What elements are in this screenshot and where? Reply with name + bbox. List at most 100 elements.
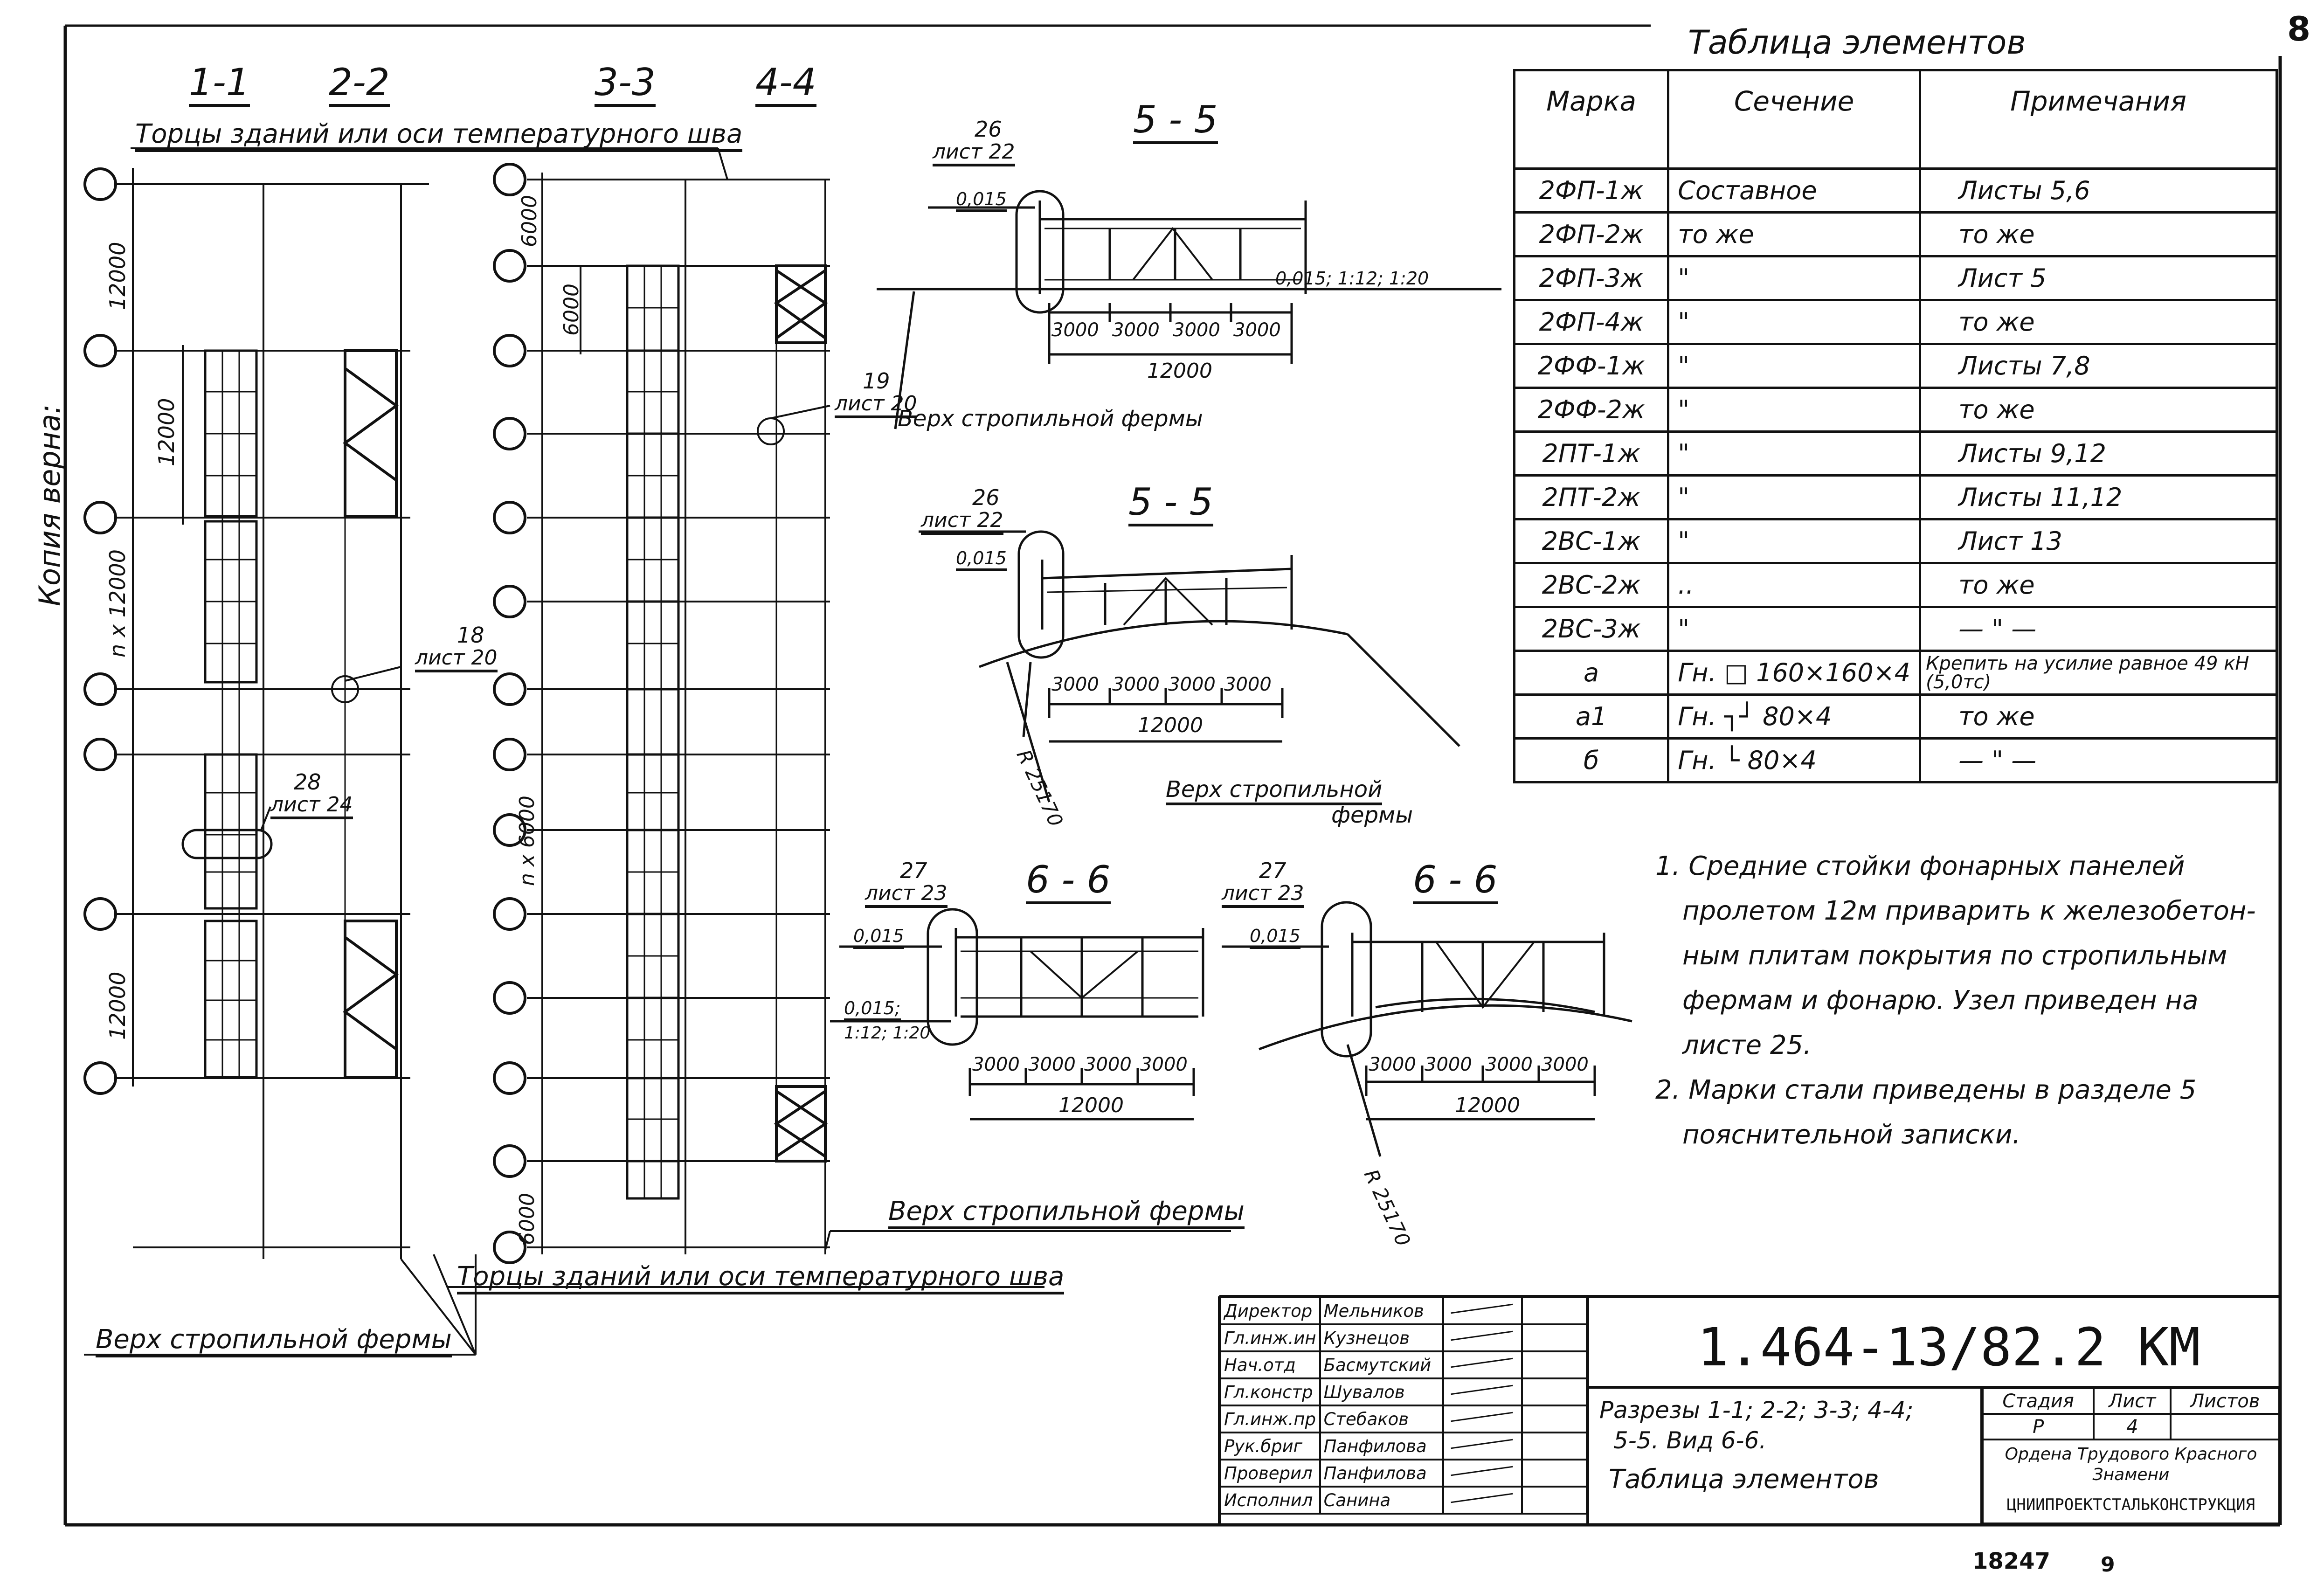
dim-3000: 3000 xyxy=(972,1054,1020,1075)
handwritten-signature xyxy=(1442,1405,1523,1433)
cell-mark: 2ФФ-2ж xyxy=(1513,387,1670,433)
document-code: 1.464-13/82.2 КМ xyxy=(1697,1317,2200,1378)
signature-name: Санина xyxy=(1319,1486,1444,1515)
table-header-row: Марка Сечение Примечания xyxy=(1513,69,2278,170)
signature-mark xyxy=(1447,1381,1517,1399)
dim-3000: 3000 xyxy=(1541,1054,1589,1075)
signature-role: Нач.отд xyxy=(1219,1350,1321,1379)
table-row: 2ФП-4ж"то же xyxy=(1513,299,2278,345)
signature-mark xyxy=(1447,1300,1517,1318)
section-5-5-curved xyxy=(919,530,1460,803)
node-26-bottom-sheet: лист 22 xyxy=(921,508,1003,535)
label-building-ends-top: Торцы зданий или оси температурного шва xyxy=(135,119,743,152)
node-18: 18 xyxy=(457,623,484,648)
signature-mark xyxy=(1447,1327,1517,1345)
cell-section: " xyxy=(1667,606,1922,652)
cell-section: " xyxy=(1667,343,1922,389)
dim-12000-b: 12000 xyxy=(154,398,179,466)
signature-name: Басмутский xyxy=(1319,1350,1444,1379)
label-truss-top-4a: Верх стропильной xyxy=(1166,776,1383,805)
sheets-value xyxy=(2170,1413,2280,1440)
table-row: 2ФП-3ж"Лист 5 xyxy=(1513,255,2278,301)
note-line: 2. Марки стали приведены в разделе 5 xyxy=(1655,1075,2197,1105)
slope-mark: 0,015 xyxy=(956,189,1007,212)
signature-role: Гл.констр xyxy=(1219,1377,1321,1406)
dim-3000: 3000 xyxy=(1369,1054,1416,1075)
dim-3000: 3000 xyxy=(1051,674,1099,695)
signature-role: Гл.инж.ин xyxy=(1219,1323,1321,1352)
label-truss-top-1: Верх стропильной фермы xyxy=(96,1324,452,1357)
header-notes: Примечания xyxy=(1919,69,2278,170)
table-row: 2ПТ-2ж"Листы 11,12 xyxy=(1513,474,2278,520)
signature-date xyxy=(1521,1296,1588,1325)
signature-mark xyxy=(1447,1462,1517,1481)
slope-mark: 1:12; 1:20 xyxy=(844,1024,931,1043)
dim-6000-b: 6000 xyxy=(560,284,583,336)
view-mark-6-6-left: 6 - 6 xyxy=(1026,858,1111,904)
dim-3000: 3000 xyxy=(1233,319,1281,341)
cell-mark: а xyxy=(1513,650,1670,696)
archive-code: 18247 xyxy=(1972,1548,2050,1574)
dim-n-6000: n x 6000 xyxy=(515,796,539,886)
signature-role: Гл.инж.пр xyxy=(1219,1405,1321,1433)
table-title: Таблица элементов xyxy=(1688,23,2026,62)
label-truss-top-2: Верх стропильной фермы xyxy=(888,1196,1245,1229)
cell-mark: 2ВС-2ж xyxy=(1513,562,1670,608)
dim-3000: 3000 xyxy=(1140,1054,1188,1075)
dim-3000: 3000 xyxy=(1112,319,1160,341)
view-mark-6-6-right: 6 - 6 xyxy=(1413,858,1498,904)
signature-date xyxy=(1521,1377,1588,1406)
node-26-top-sheet: лист 22 xyxy=(933,140,1015,166)
cell-mark: б xyxy=(1513,737,1670,783)
page-number: 8 xyxy=(2287,9,2311,48)
stage-label: Стадия xyxy=(1981,1387,2095,1415)
cell-mark: 2ПТ-2ж xyxy=(1513,474,1670,520)
dim-12000-a: 12000 xyxy=(105,242,130,310)
dim-n-12000: n x 12000 xyxy=(105,549,130,658)
dim-12000: 12000 xyxy=(1455,1094,1520,1117)
section-mark-4-4: 4-4 xyxy=(755,61,816,107)
note-line: пролетом 12м приварить к железобетон- xyxy=(1682,896,2256,926)
cell-mark: 2ВС-3ж xyxy=(1513,606,1670,652)
cell-notes: Листы 9,12 xyxy=(1919,430,2278,477)
copy-verified-note: Копия верна: xyxy=(33,404,67,606)
cell-mark: 2ФФ-1ж xyxy=(1513,343,1670,389)
section-1-1-panels xyxy=(181,349,273,1079)
section-mark-5-5-top: 5 - 5 xyxy=(1133,98,1218,144)
table-row: 2ФФ-1ж"Листы 7,8 xyxy=(1513,343,2278,389)
signature-date xyxy=(1521,1459,1588,1488)
cell-mark: 2ФП-1ж xyxy=(1513,167,1670,214)
cell-mark: 2ВС-1ж xyxy=(1513,518,1670,564)
handwritten-signature xyxy=(1442,1350,1523,1379)
dim-12000-c: 12000 xyxy=(105,971,130,1040)
section-mark-5-5-bottom: 5 - 5 xyxy=(1128,480,1213,526)
cell-notes: Листы 11,12 xyxy=(1919,474,2278,520)
node-28: 28 xyxy=(294,769,321,795)
node-18-sheet: лист 20 xyxy=(415,646,498,672)
cell-section: Гн. ┐┘ 80×4 xyxy=(1667,693,1922,740)
cell-notes: — " — xyxy=(1919,606,2278,652)
dim-3000: 3000 xyxy=(1028,1054,1076,1075)
node-19-sheet: лист 20 xyxy=(835,392,917,418)
cell-section: Гн. └ 80×4 xyxy=(1667,737,1922,783)
table-row: 2ВС-3ж"— " — xyxy=(1513,606,2278,652)
organization-line-1: Ордена Трудового Красного xyxy=(2005,1445,2257,1464)
dim-6000-c: 6000 xyxy=(515,1193,539,1245)
section-mark-1-1: 1-1 xyxy=(189,61,250,107)
table-row: 2ВС-2ж..то же xyxy=(1513,562,2278,608)
cell-section: " xyxy=(1667,255,1922,301)
note-line: пояснительной записки. xyxy=(1682,1120,2021,1150)
cell-notes: Листы 5,6 xyxy=(1919,167,2278,214)
signature-role: Проверил xyxy=(1219,1459,1321,1488)
node-27-right-sheet: лист 23 xyxy=(1222,881,1304,908)
organization: Ордена Трудового Красного Знамени ЦНИИПР… xyxy=(1982,1439,2280,1524)
dim-3000: 3000 xyxy=(1224,674,1272,695)
view-6-6-right xyxy=(1222,901,1632,1157)
dim-3000: 3000 xyxy=(1084,1054,1132,1075)
cell-notes: — " — xyxy=(1919,737,2278,783)
